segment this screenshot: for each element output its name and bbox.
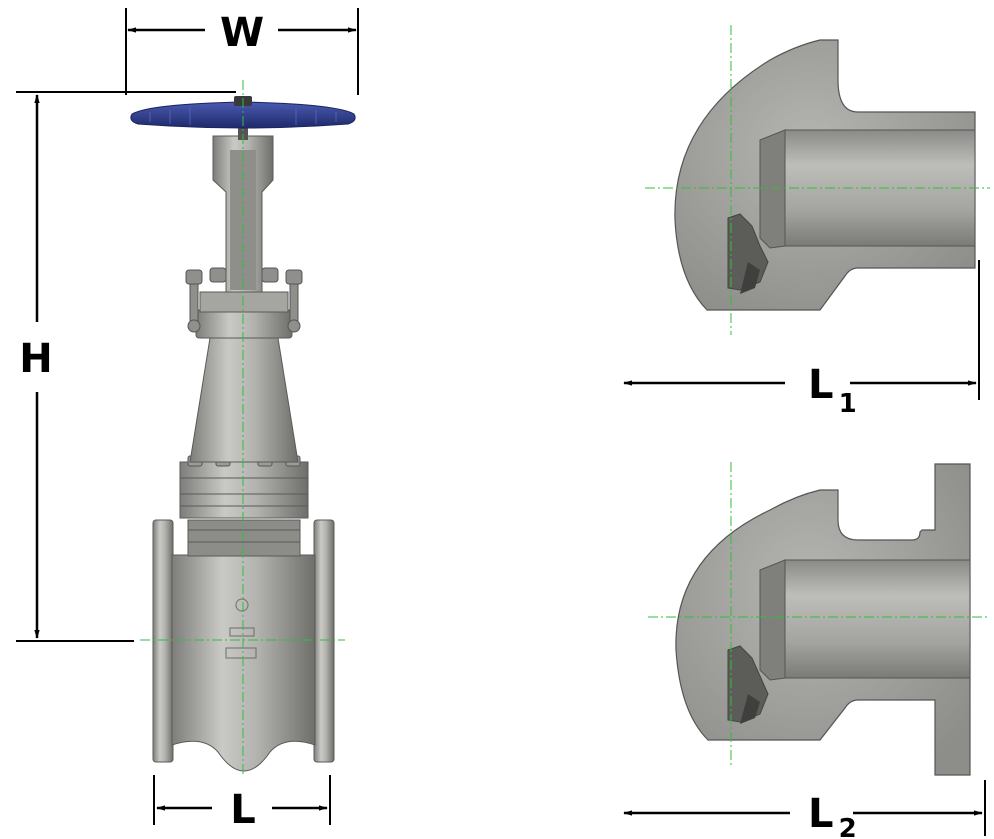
bonnet: [189, 337, 299, 463]
dimension-h-label: H: [19, 336, 52, 382]
bonnet-flange: [179, 461, 309, 519]
dimension-w: W: [125, 8, 359, 95]
dimension-l-label: L: [230, 787, 256, 833]
left-flange: [152, 519, 174, 763]
dimension-l1: L 1: [623, 260, 980, 419]
dimension-l1-label: L 1: [808, 362, 857, 419]
gland-flange: [195, 309, 293, 339]
dimension-w-label: W: [220, 10, 264, 56]
dimension-l2: L 2: [623, 780, 986, 839]
dimension-l2-label: L 2: [808, 791, 857, 839]
flanged-end-section-view: [675, 463, 971, 776]
dimension-h: H: [16, 91, 236, 642]
handwheel: [130, 101, 356, 129]
flanged-bore: [784, 559, 971, 679]
socket-end-section-view: [674, 39, 976, 311]
dimension-l: L: [153, 775, 331, 833]
body-neck: [187, 519, 301, 557]
right-flange: [313, 519, 335, 763]
